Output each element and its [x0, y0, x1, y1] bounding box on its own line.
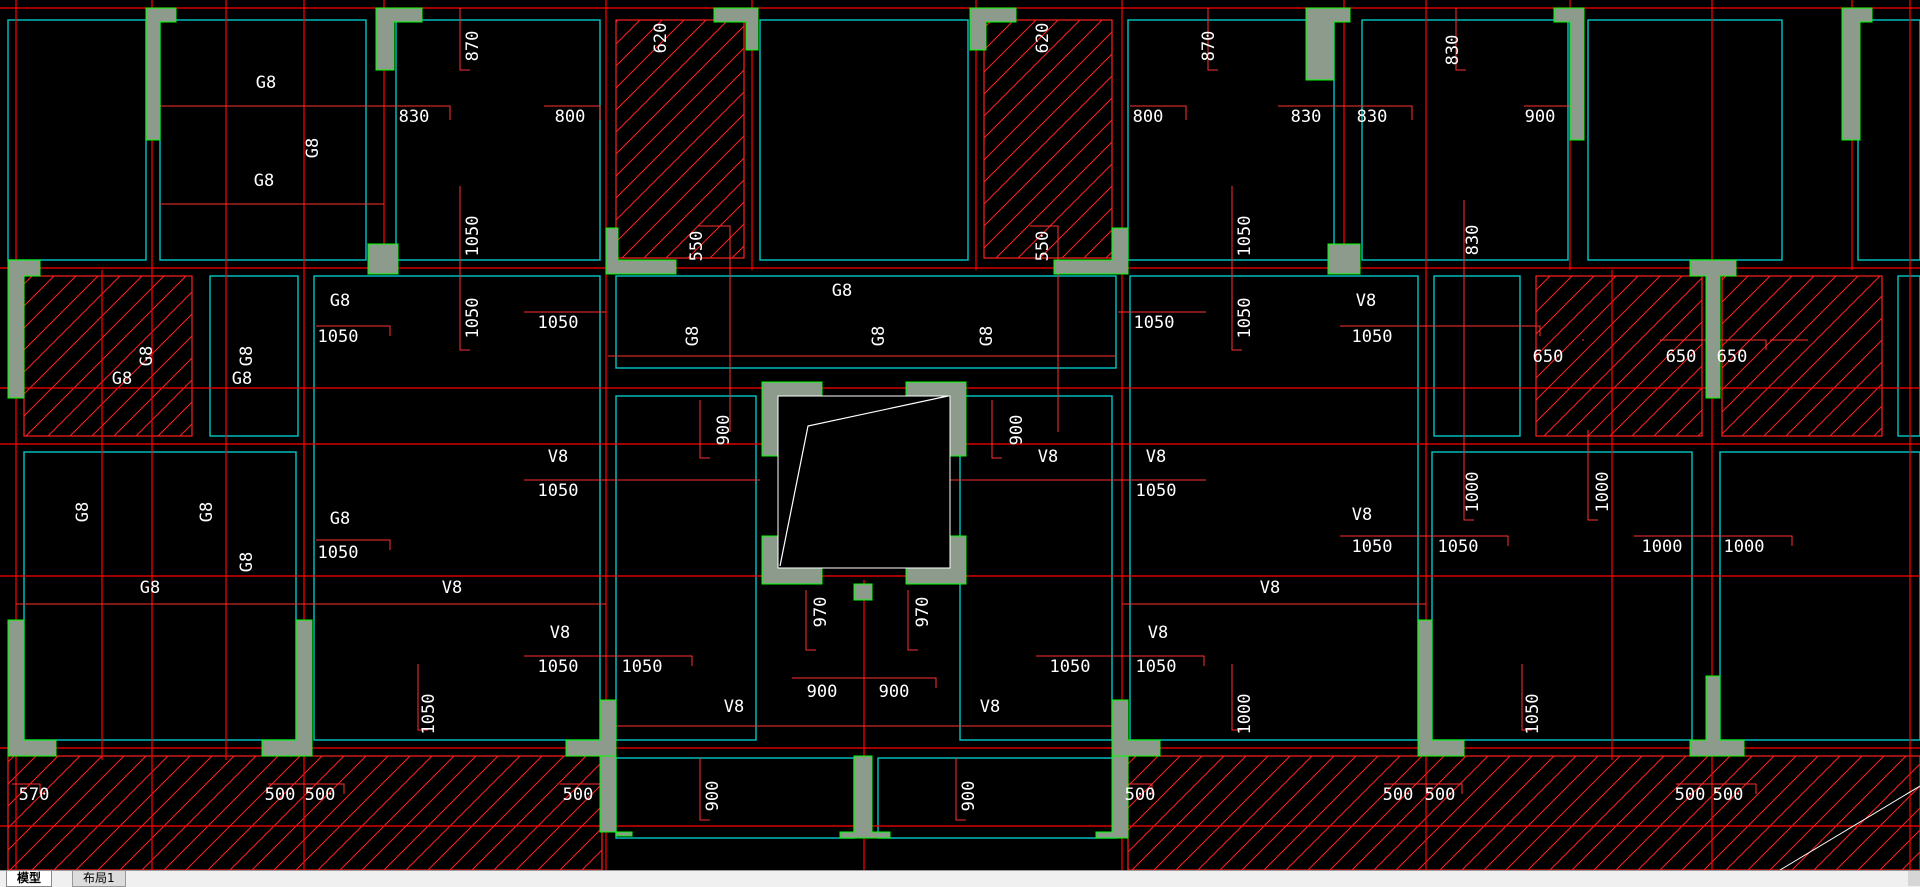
shaft-opening — [777, 395, 951, 569]
dimension-label: G8 — [256, 73, 276, 93]
dimension-label: G8 — [303, 138, 323, 158]
dimension-label: V8 — [442, 578, 462, 598]
columns — [7, 7, 1873, 839]
dimension-label: V8 — [1356, 291, 1376, 311]
dimension-label: 1000 — [1235, 694, 1255, 735]
dimension-label: 1050 — [1352, 327, 1393, 347]
dimension-label: 1000 — [1463, 472, 1483, 513]
dimension-label: G8 — [977, 326, 997, 346]
dimension-label: V8 — [1148, 623, 1168, 643]
diagonal-line — [1779, 785, 1920, 870]
dimension-label: 870 — [1199, 31, 1219, 62]
dimension-label: 1000 — [1724, 537, 1765, 557]
dimension-label: G8 — [197, 502, 217, 522]
dimension-label: G8 — [330, 509, 350, 529]
dimension-label: 970 — [913, 597, 933, 628]
dimension-label: 620 — [651, 23, 671, 54]
dimension-label: V8 — [548, 447, 568, 467]
dimension-label: 650 — [1533, 347, 1564, 367]
dimension-label: 830 — [1291, 107, 1322, 127]
dimension-label: 500 — [1675, 785, 1706, 805]
dimension-label: 500 — [1713, 785, 1744, 805]
dimension-label: 1000 — [1593, 472, 1613, 513]
dimension-label: 870 — [463, 31, 483, 62]
dimension-label: 830 — [1443, 35, 1463, 66]
dimension-label: G8 — [254, 171, 274, 191]
hatched-slabs — [7, 19, 1920, 870]
dimension-label: 1050 — [538, 481, 579, 501]
dimension-label: 500 — [1125, 785, 1156, 805]
dimension-label: 1050 — [463, 298, 483, 339]
dimension-label: 1050 — [463, 216, 483, 257]
dimension-label: 900 — [959, 781, 979, 812]
dimension-label: 1050 — [1235, 298, 1255, 339]
dimension-label: 620 — [1033, 23, 1053, 54]
dimension-label: V8 — [980, 697, 1000, 717]
dimension-label: 1000 — [1642, 537, 1683, 557]
tab-scroll-arrow[interactable] — [1908, 871, 1920, 886]
dimension-label: G8 — [237, 346, 257, 366]
dimension-label: V8 — [1038, 447, 1058, 467]
dimension-lines — [12, 8, 1808, 821]
dimension-label: 650 — [1717, 347, 1748, 367]
dimension-label: G8 — [137, 346, 157, 366]
tab-model[interactable]: 模型 — [6, 871, 53, 887]
dimension-label: V8 — [1260, 578, 1280, 598]
dimension-label: 570 — [19, 785, 50, 805]
dimension-label: 900 — [1007, 415, 1027, 446]
dimension-label: 1050 — [419, 694, 439, 735]
dimension-label: 830 — [1463, 225, 1483, 256]
layout-tab-bar: 模型 布局1 — [0, 870, 1920, 887]
dimension-label: 900 — [703, 781, 723, 812]
dimension-label: 1050 — [1136, 481, 1177, 501]
dimension-label: 500 — [1425, 785, 1456, 805]
dimension-label: 970 — [811, 597, 831, 628]
dimension-label: 900 — [879, 682, 910, 702]
dimension-label: G8 — [683, 326, 703, 346]
dimension-label: 1050 — [1134, 313, 1175, 333]
dimension-label: 900 — [714, 415, 734, 446]
dimension-label: G8 — [832, 281, 852, 301]
dimension-label: G8 — [140, 578, 160, 598]
dimension-label: G8 — [73, 502, 93, 522]
dimension-label: G8 — [112, 369, 132, 389]
dimension-label: V8 — [1146, 447, 1166, 467]
dimension-label: 900 — [1525, 107, 1556, 127]
dimension-label: G8 — [330, 291, 350, 311]
dimension-label: 500 — [563, 785, 594, 805]
dimension-label: V8 — [1352, 505, 1372, 525]
dimension-label: 800 — [555, 107, 586, 127]
dimension-label: 550 — [687, 231, 707, 262]
dimension-label: 1050 — [1050, 657, 1091, 677]
dimension-label: G8 — [237, 552, 257, 572]
dimension-label: 550 — [1033, 231, 1053, 262]
dimension-label: V8 — [550, 623, 570, 643]
dimension-label: 1050 — [1438, 537, 1479, 557]
dimension-label: V8 — [724, 697, 744, 717]
dimension-label: 500 — [305, 785, 336, 805]
dimension-label: 500 — [265, 785, 296, 805]
dimension-label: G8 — [232, 369, 252, 389]
dimension-label: 1050 — [1235, 216, 1255, 257]
dimension-label: 1050 — [622, 657, 663, 677]
dimension-label: 1050 — [1136, 657, 1177, 677]
dimension-label: 1050 — [1523, 694, 1543, 735]
dimension-label: 1050 — [318, 543, 359, 563]
dimension-label: 1050 — [538, 313, 579, 333]
dimension-label: 1050 — [538, 657, 579, 677]
dimension-label: G8 — [869, 326, 889, 346]
dimension-label: 650 — [1666, 347, 1697, 367]
tab-layout1[interactable]: 布局1 — [72, 871, 126, 887]
dimension-label: 830 — [1357, 107, 1388, 127]
dimension-label: 1050 — [1352, 537, 1393, 557]
dimension-label: 830 — [399, 107, 430, 127]
dimension-label: 500 — [1383, 785, 1414, 805]
dimension-label: 1050 — [318, 327, 359, 347]
dimension-label: 900 — [807, 682, 838, 702]
dimension-label: 800 — [1133, 107, 1164, 127]
